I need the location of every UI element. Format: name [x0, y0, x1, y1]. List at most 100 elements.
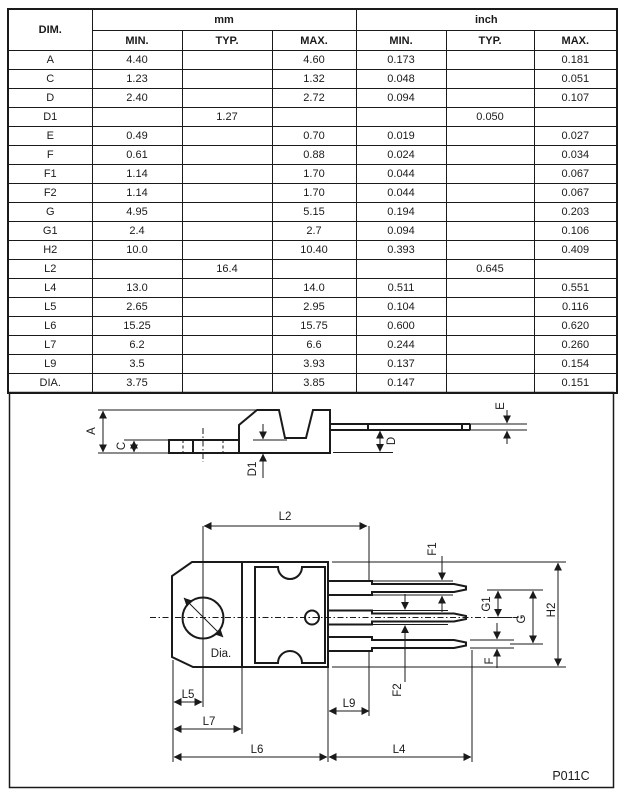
value-cell: 3.93	[271, 354, 357, 374]
value-cell	[445, 240, 535, 260]
value-cell	[181, 126, 273, 146]
value-cell	[445, 335, 535, 355]
value-cell	[445, 183, 535, 203]
value-cell: 2.72	[271, 88, 357, 108]
dim-label-H2: H2	[546, 603, 558, 618]
value-cell	[445, 202, 535, 222]
value-cell: 0.194	[355, 202, 447, 222]
value-cell: 0.094	[355, 88, 447, 108]
value-cell: 0.067	[533, 183, 618, 203]
value-cell: 2.95	[271, 297, 357, 317]
mm-group-header: mm	[91, 8, 357, 31]
value-cell: 0.173	[355, 50, 447, 70]
value-cell: 13.0	[91, 278, 183, 298]
inch-group-header: inch	[355, 8, 618, 31]
value-cell: 5.15	[271, 202, 357, 222]
value-cell	[445, 221, 535, 241]
value-cell	[181, 316, 273, 336]
dimensions-table: DIM. mm inch MIN. TYP. MAX. MIN. TYP. MA…	[7, 8, 619, 394]
dim-label-A: A	[86, 427, 98, 435]
value-cell	[533, 107, 618, 127]
dim-cell: L2	[7, 259, 93, 279]
mm-typ-header: TYP.	[181, 30, 273, 51]
dim-cell: L4	[7, 278, 93, 298]
value-cell: 0.116	[533, 297, 618, 317]
value-cell: 1.32	[271, 69, 357, 89]
value-cell: 0.244	[355, 335, 447, 355]
value-cell: 15.75	[271, 316, 357, 336]
lead-top	[328, 580, 467, 596]
value-cell: 1.14	[91, 183, 183, 203]
tab-front-outline	[171, 561, 329, 668]
lead-middle	[328, 609, 467, 626]
value-cell: 0.019	[355, 126, 447, 146]
dim-label-G1: G1	[481, 596, 493, 611]
value-cell: 0.620	[533, 316, 618, 336]
value-cell	[445, 69, 535, 89]
value-cell: 0.051	[533, 69, 618, 89]
lead-bottom	[328, 636, 514, 652]
dim-cell: L5	[7, 297, 93, 317]
value-cell	[445, 145, 535, 165]
drawing-frame	[8, 391, 615, 789]
dim-cell: D	[7, 88, 93, 108]
dim-cell: D1	[7, 107, 93, 127]
value-cell	[445, 88, 535, 108]
value-cell	[181, 164, 273, 184]
value-cell: 1.23	[91, 69, 183, 89]
value-cell	[181, 88, 273, 108]
mm-min-header: MIN.	[91, 30, 183, 51]
value-cell	[181, 145, 273, 165]
value-cell	[181, 240, 273, 260]
dim-cell: L9	[7, 354, 93, 374]
value-cell	[533, 259, 618, 279]
value-cell: 0.181	[533, 50, 618, 70]
inch-min-header: MIN.	[355, 30, 447, 51]
value-cell: 2.4	[91, 221, 183, 241]
dim-cell: A	[7, 50, 93, 70]
mounting-hole	[181, 596, 225, 640]
value-cell	[271, 107, 357, 127]
value-cell: 0.49	[91, 126, 183, 146]
value-cell	[181, 183, 273, 203]
value-cell: 0.044	[355, 183, 447, 203]
value-cell	[445, 126, 535, 146]
value-cell: 0.107	[533, 88, 618, 108]
dim-label-L9: L9	[343, 698, 356, 710]
value-cell	[355, 259, 447, 279]
value-cell: 0.067	[533, 164, 618, 184]
dim-label-F1: F1	[427, 542, 439, 555]
dim-label-D: D	[386, 437, 398, 445]
dim-cell: E	[7, 126, 93, 146]
value-cell: 10.40	[271, 240, 357, 260]
value-cell: 0.048	[355, 69, 447, 89]
inch-max-header: MAX.	[533, 30, 618, 51]
dim-cell: F2	[7, 183, 93, 203]
dim-cell: L6	[7, 316, 93, 336]
value-cell: 15.25	[91, 316, 183, 336]
value-cell	[181, 335, 273, 355]
value-cell	[91, 259, 183, 279]
figure-code: P011C	[552, 769, 589, 783]
value-cell	[445, 297, 535, 317]
value-cell	[445, 278, 535, 298]
value-cell: 6.6	[271, 335, 357, 355]
dim-label-D1: D1	[247, 462, 259, 477]
side-view: A C D1 D E	[86, 402, 527, 478]
value-cell: 0.70	[271, 126, 357, 146]
value-cell: 1.70	[271, 183, 357, 203]
value-cell: 1.27	[181, 107, 273, 127]
